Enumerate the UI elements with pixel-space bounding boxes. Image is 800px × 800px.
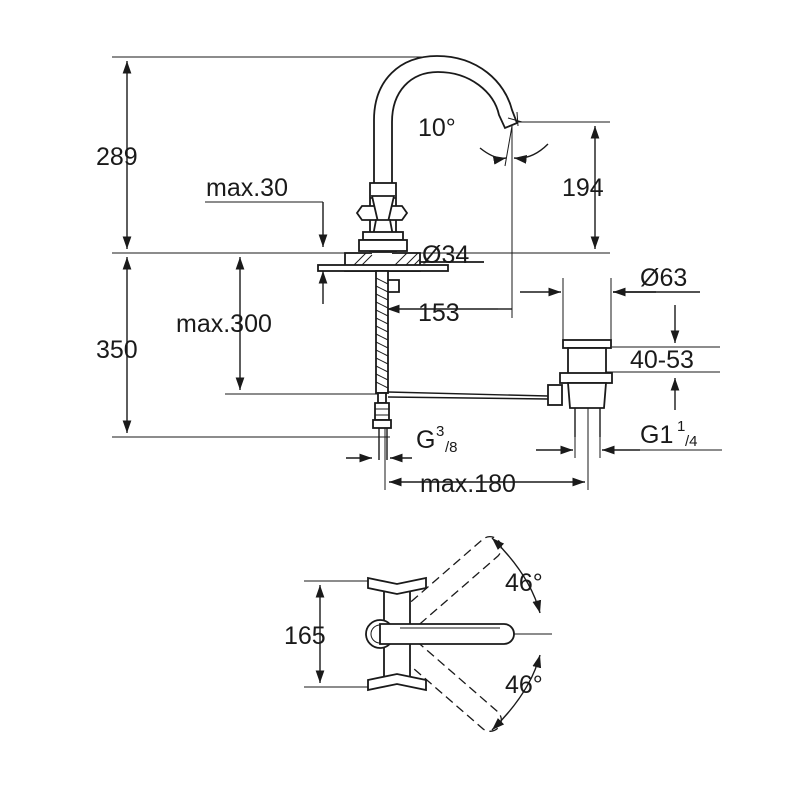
svg-text:/4: /4 bbox=[685, 433, 698, 450]
svg-text:G: G bbox=[416, 426, 435, 454]
spout bbox=[373, 55, 523, 186]
dim-350-label: 350 bbox=[96, 336, 138, 364]
side-view: 289 10° 194 max.30 Ø34 Ø63 153 max.300 3… bbox=[96, 55, 722, 498]
supply-hose bbox=[372, 270, 392, 460]
dim-max300-label: max.300 bbox=[176, 310, 272, 338]
top-view-body bbox=[365, 576, 515, 692]
svg-text:/8: /8 bbox=[445, 439, 458, 456]
dim-g114-label: G1 1 /4 bbox=[640, 418, 698, 450]
dim-g38-label: G 3 /8 bbox=[416, 423, 458, 456]
svg-text:1: 1 bbox=[677, 418, 685, 435]
angle-10-indicator bbox=[479, 125, 549, 167]
dim-289-label: 289 bbox=[96, 143, 138, 171]
dim-153-label: 153 bbox=[418, 299, 460, 327]
swivel-angle-arcs bbox=[491, 537, 552, 731]
faucet-body bbox=[355, 182, 409, 252]
countertop-section bbox=[317, 252, 449, 293]
dim-dia34-label: Ø34 bbox=[422, 241, 469, 269]
pop-up-rod bbox=[387, 384, 563, 406]
svg-text:3: 3 bbox=[436, 423, 444, 440]
top-view: 165 46° 46° bbox=[284, 536, 552, 732]
dim-194-label: 194 bbox=[562, 174, 604, 202]
dim-10-degree-label: 10° bbox=[418, 114, 456, 142]
dim-max30-label: max.30 bbox=[206, 174, 288, 202]
dim-40-53-label: 40-53 bbox=[630, 346, 694, 374]
dim-165-label: 165 bbox=[284, 622, 326, 650]
svg-text:G1: G1 bbox=[640, 421, 673, 449]
dim-46-top-label: 46° bbox=[505, 569, 543, 597]
waste-valve bbox=[559, 339, 613, 437]
dim-46-bottom-label: 46° bbox=[505, 671, 543, 699]
dim-dia63-label: Ø63 bbox=[640, 264, 687, 292]
dim-max180-label: max.180 bbox=[420, 470, 516, 498]
